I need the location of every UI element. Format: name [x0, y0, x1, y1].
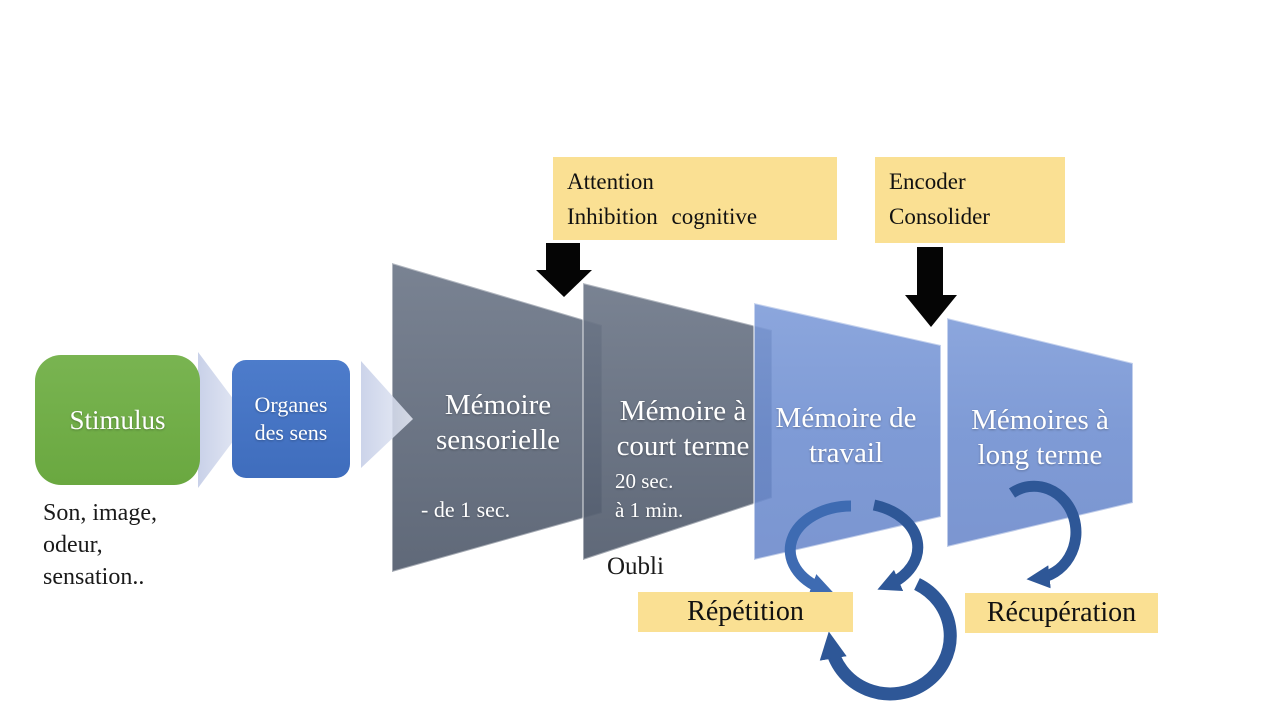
short-term-memory-note: 20 sec. à 1 min.	[615, 469, 684, 522]
caption-line: Son, image,	[43, 500, 157, 526]
long-term-memory-shape	[946, 316, 1134, 549]
working-memory-shape	[753, 301, 942, 562]
flow-chevron-2	[361, 361, 413, 468]
recuperation-label-box: Récupération	[965, 593, 1158, 633]
organes-des-sens-box: Organes des sens	[232, 360, 350, 478]
oubli-label: Oubli	[607, 553, 664, 580]
attention-label-box: Attention Inhibition cognitive	[553, 157, 837, 240]
encoder-line: Encoder	[889, 169, 966, 194]
repetition-label: Répétition	[687, 596, 804, 627]
repetition-label-box: Répétition	[638, 592, 853, 632]
recuperation-arrow-icon	[1008, 480, 1082, 589]
long-term-memory-title: Mémoires à long terme	[971, 404, 1109, 471]
organes-line: des sens	[254, 420, 328, 445]
organes-line: Organes	[254, 392, 328, 417]
encode-down-arrow-icon	[905, 247, 957, 327]
stimulus-label: Stimulus	[69, 404, 166, 435]
inhibition-line: Inhibition cognitive	[567, 204, 758, 229]
repetition-loop-left-arrow-icon	[784, 500, 852, 596]
sensory-memory-note: - de 1 sec.	[421, 497, 511, 522]
short-term-memory-title: Mémoire à court terme	[616, 395, 750, 462]
consolider-line: Consolider	[889, 204, 990, 229]
flow-chevron-1	[198, 352, 249, 488]
sensory-memory-title: Mémoire sensorielle	[435, 389, 560, 456]
recuperation-label: Récupération	[986, 597, 1137, 628]
caption-line: odeur,	[43, 532, 103, 558]
working-memory-title: Mémoire de travail	[775, 402, 917, 469]
attention-down-arrow-icon	[536, 243, 592, 297]
caption-line: sensation..	[43, 564, 145, 590]
repetition-loop-right-arrow-icon	[872, 499, 924, 592]
stimulus-box: Stimulus	[35, 355, 200, 485]
attention-line: Attention	[567, 169, 654, 194]
recuperation-to-repetition-arrow-icon	[819, 578, 957, 701]
encode-label-box: Encoder Consolider	[875, 157, 1065, 243]
stimulus-caption: Son, image, odeur, sensation..	[43, 497, 157, 593]
